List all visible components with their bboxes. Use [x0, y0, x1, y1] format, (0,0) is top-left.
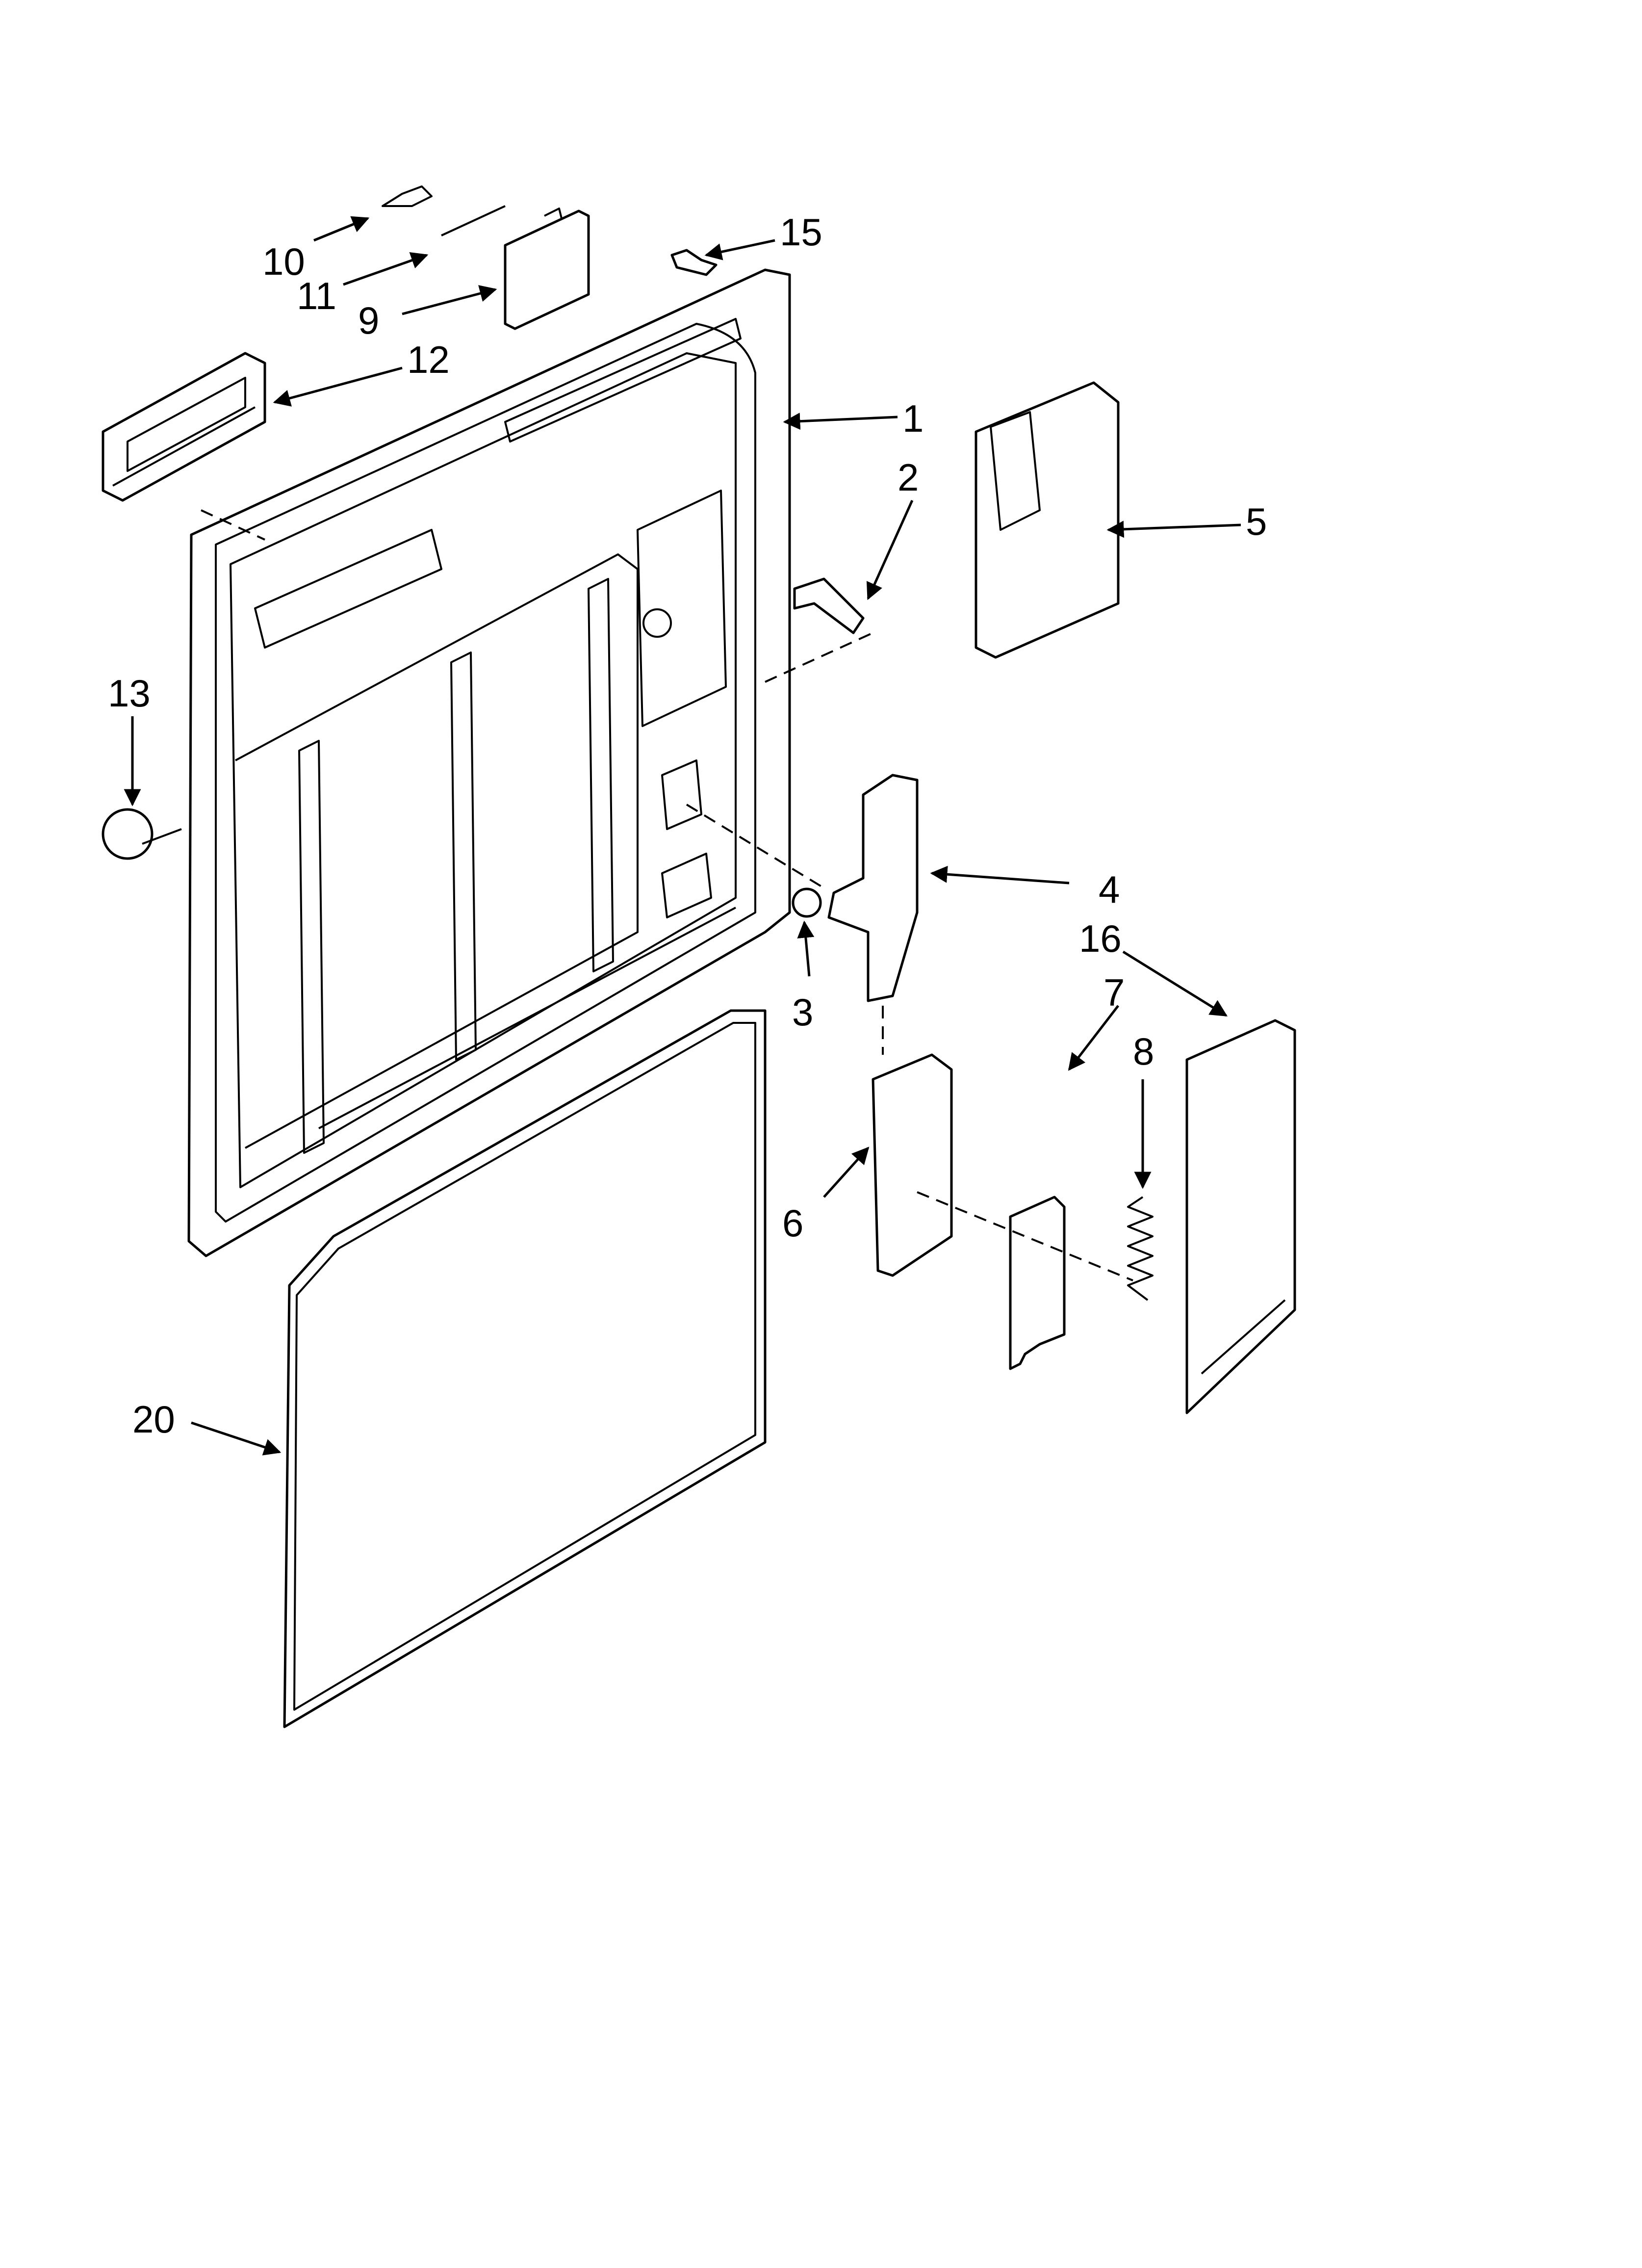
- hinge-part: [793, 577, 865, 634]
- callout-11: 11: [297, 274, 336, 317]
- bumper-part: [792, 887, 822, 918]
- latch-slider: [827, 774, 919, 1002]
- side-cover: [1185, 1019, 1296, 1414]
- door-knob: [102, 808, 182, 860]
- door-handle: [102, 352, 266, 502]
- screw-part: [670, 249, 718, 276]
- callout-15: 15: [780, 210, 822, 254]
- callout-labels: 1 2 3 4 5 6 7 8 9 10 11 12 13 15 16 20: [108, 210, 1267, 1441]
- callout-5: 5: [1246, 500, 1267, 543]
- callout-10: 10: [262, 240, 305, 283]
- callout-9: 9: [358, 299, 379, 342]
- callout-2: 2: [898, 456, 919, 499]
- slide-bar: [1009, 1196, 1066, 1370]
- leader-arrows: [124, 216, 1241, 1456]
- callout-8: 8: [1133, 1030, 1154, 1073]
- outer-door-panel: [283, 1009, 767, 1728]
- callout-6: 6: [782, 1201, 803, 1245]
- alignment-lines: [201, 509, 1133, 1281]
- latch-base: [872, 1053, 953, 1277]
- spring-part: [1127, 1196, 1154, 1301]
- callout-12: 12: [407, 338, 450, 381]
- inner-door-panel: [187, 268, 791, 1257]
- callout-13: 13: [108, 672, 151, 715]
- latch-housing: [975, 381, 1120, 659]
- callout-20: 20: [132, 1398, 175, 1441]
- vent-cover-assembly: [382, 185, 590, 330]
- callout-7: 7: [1103, 971, 1125, 1014]
- callout-16: 16: [1079, 917, 1122, 960]
- callout-1: 1: [902, 397, 924, 440]
- callout-3: 3: [792, 991, 813, 1034]
- callout-4: 4: [1099, 868, 1120, 911]
